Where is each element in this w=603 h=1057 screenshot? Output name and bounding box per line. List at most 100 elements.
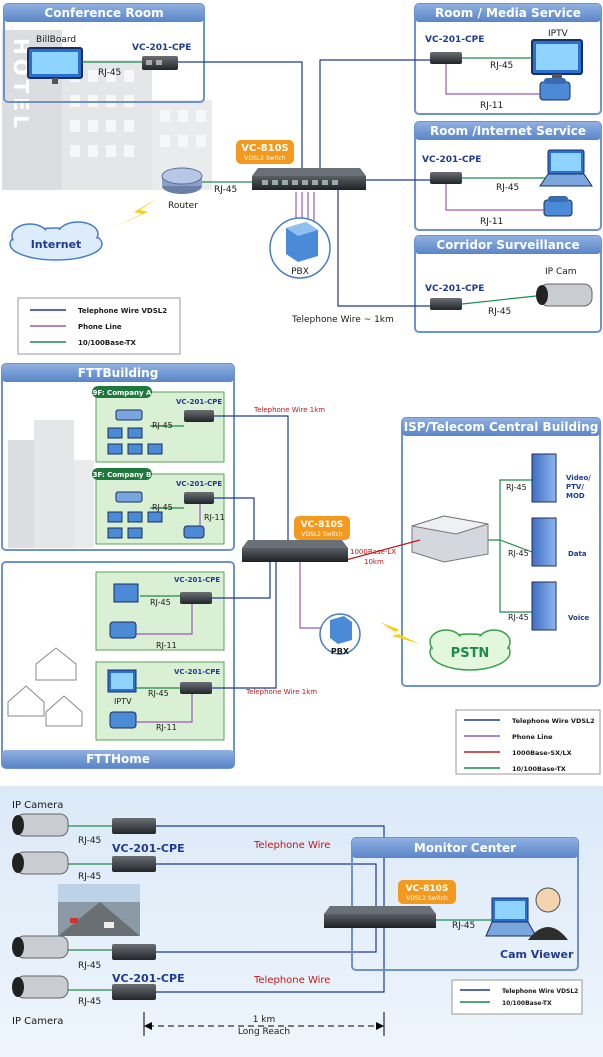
tel-wire-top-label: Telephone Wire 1km xyxy=(253,406,325,414)
cam-viewer-laptop-icon xyxy=(485,897,537,937)
section3-rj45-lines xyxy=(68,825,112,991)
media-rj11-label: RJ-11 xyxy=(480,101,503,111)
home2-telephone-icon xyxy=(109,711,137,729)
internet-service-telephone-icon xyxy=(543,196,573,217)
video-server-icon xyxy=(531,453,557,503)
pbx2-icon xyxy=(319,613,361,655)
legend1-label-1: Phone Line xyxy=(78,323,122,331)
internet-service-title: Room /Internet Service xyxy=(430,124,586,138)
company-a-cpe-label: VC-201-CPE xyxy=(176,398,222,406)
central-building-icon xyxy=(411,515,489,563)
switch2-badge: VC-810S VDSL2 Switch xyxy=(294,516,350,540)
router-rj45-label: RJ-45 xyxy=(214,185,237,195)
isp-rj45-2-label: RJ-45 xyxy=(508,549,529,558)
fiber-label-2: 10km xyxy=(364,558,384,566)
internet-service-cpe-device-icon xyxy=(430,172,462,184)
router-icon xyxy=(161,167,203,194)
legend2-label-0: Telephone Wire VDSL2 xyxy=(512,717,595,725)
switch2-name: VC-810S xyxy=(301,520,344,530)
switch1-sub: VDSL2 Switch xyxy=(244,155,286,162)
home2-rj11-label: RJ-11 xyxy=(156,723,177,732)
section3-vdsl-lines xyxy=(156,825,385,993)
conference-room-title: Conference Room xyxy=(44,6,163,20)
home1-rj45-label: RJ-45 xyxy=(150,598,171,607)
company-b-pc-icons xyxy=(107,511,163,539)
legend3: Telephone Wire VDSL2 10/100Base-TX xyxy=(451,979,583,1015)
section3-cpe-icons xyxy=(112,818,156,1000)
media-cpe-device-icon xyxy=(430,52,462,64)
section-monitor: IP Camera IP Camera RJ-45 RJ-45 RJ-45 RJ xyxy=(0,786,603,1057)
billboard-display-icon xyxy=(27,47,83,84)
legend1-label-2: 10/100Base-TX xyxy=(78,339,137,347)
rj45-cam4-label: RJ-45 xyxy=(78,997,101,1007)
company-b-telephone-icon xyxy=(183,525,205,539)
ip-cam-icon xyxy=(536,283,593,307)
ftt-building-title: FTTBuilding xyxy=(78,366,159,380)
legend3-label-0: Telephone Wire VDSL2 xyxy=(502,988,578,995)
home2-cpe-device-icon xyxy=(180,682,212,694)
pbx2-label: PBX xyxy=(331,647,350,656)
house-icons xyxy=(7,647,83,727)
iptv-monitor-icon xyxy=(531,39,583,79)
home2-cpe-label: VC-201-CPE xyxy=(174,668,220,676)
isp-panel: ISP/Telecom Central Building RJ-45 RJ-45… xyxy=(401,417,601,687)
fiber-link xyxy=(345,539,421,561)
company-a-label: 9F: Company A xyxy=(93,389,152,397)
reach-label-1: 1 km xyxy=(253,1015,276,1025)
legend2-label-2: 1000Base-SX/LX xyxy=(512,749,572,757)
isp-rj45-3-label: RJ-45 xyxy=(508,613,529,622)
cam-viewer-label: Cam Viewer xyxy=(500,948,574,961)
monitor-center-panel: Monitor Center VC-810S VDSL2 Switch RJ-4… xyxy=(324,837,579,971)
company-b-hub-icon xyxy=(115,491,143,503)
company-a-cpe-device-icon xyxy=(184,410,214,422)
company-b-rj45-label: RJ-45 xyxy=(152,503,173,512)
router-label: Router xyxy=(168,201,198,211)
internet-service-rj45-label: RJ-45 xyxy=(496,183,519,193)
tel-wire-1km-label: Telephone Wire ~ 1km xyxy=(291,315,394,325)
company-b-cpe-device-icon xyxy=(184,492,214,504)
viewer-rj45-label: RJ-45 xyxy=(452,921,475,931)
lightning2-icon xyxy=(380,622,420,644)
isp-rj45-1-label: RJ-45 xyxy=(506,483,527,492)
pstn-cloud-icon xyxy=(429,629,511,671)
video-label-2: PTV/ xyxy=(566,483,584,491)
company-b-rj11-label: RJ-11 xyxy=(204,513,225,522)
cpe-bottom-label: VC-201-CPE xyxy=(112,972,185,985)
internet-service-panel: Room /Internet Service VC-201-CPE RJ-45 … xyxy=(414,121,602,231)
switch1-name: VC-810S xyxy=(241,143,289,154)
user-icon xyxy=(528,887,568,940)
isp-links xyxy=(488,479,533,613)
voice-server-icon xyxy=(531,581,557,631)
section-ftt: FTTBuilding 9F: Company A VC-201-CPE RJ-… xyxy=(1,363,601,775)
switch2-device-icon xyxy=(242,540,348,562)
legend2-label-3: 10/100Base-TX xyxy=(512,765,566,773)
internet-service-cpe-label: VC-201-CPE xyxy=(422,155,481,165)
data-server-label: Data xyxy=(568,550,587,558)
ip-camera-bottom-label: IP Camera xyxy=(12,1016,63,1027)
video-label-3: MOD xyxy=(566,492,585,500)
pbx1-icon xyxy=(269,217,331,279)
home1-rj11-label: RJ-11 xyxy=(156,641,177,650)
company-b-cpe-label: VC-201-CPE xyxy=(176,480,222,488)
switch3-name: VC-810S xyxy=(406,884,449,894)
legend3-label-1: 10/100Base-TX xyxy=(502,1000,552,1007)
corridor-cpe-device-icon xyxy=(430,298,462,310)
section2-phone-line xyxy=(299,562,322,629)
corridor-cpe-label: VC-201-CPE xyxy=(425,284,484,294)
home1-cpe-label: VC-201-CPE xyxy=(174,576,220,584)
conference-room-panel: Conference Room BillBoard VC-201-CPE RJ-… xyxy=(3,3,205,103)
switch1-badge: VC-810S VDSL2 Switch xyxy=(236,140,294,164)
voice-server-label: Voice xyxy=(568,614,589,622)
home1-pc-icon xyxy=(113,583,139,603)
isp-title: ISP/Telecom Central Building xyxy=(404,420,599,434)
home2-iptv-icon xyxy=(107,669,137,693)
data-server-icon xyxy=(531,517,557,567)
ip-camera-top-label: IP Camera xyxy=(12,800,63,811)
section-hotel: HOTEL Conference Room BillBoard VC-201-C… xyxy=(2,3,602,355)
corridor-rj45-label: RJ-45 xyxy=(488,307,511,317)
home1-telephone-icon xyxy=(109,621,137,639)
monitor-center-title: Monitor Center xyxy=(414,841,516,855)
company-b-label: 3F: Company B xyxy=(93,471,152,479)
fiber-label-1: 1000Base-LX xyxy=(350,548,396,556)
